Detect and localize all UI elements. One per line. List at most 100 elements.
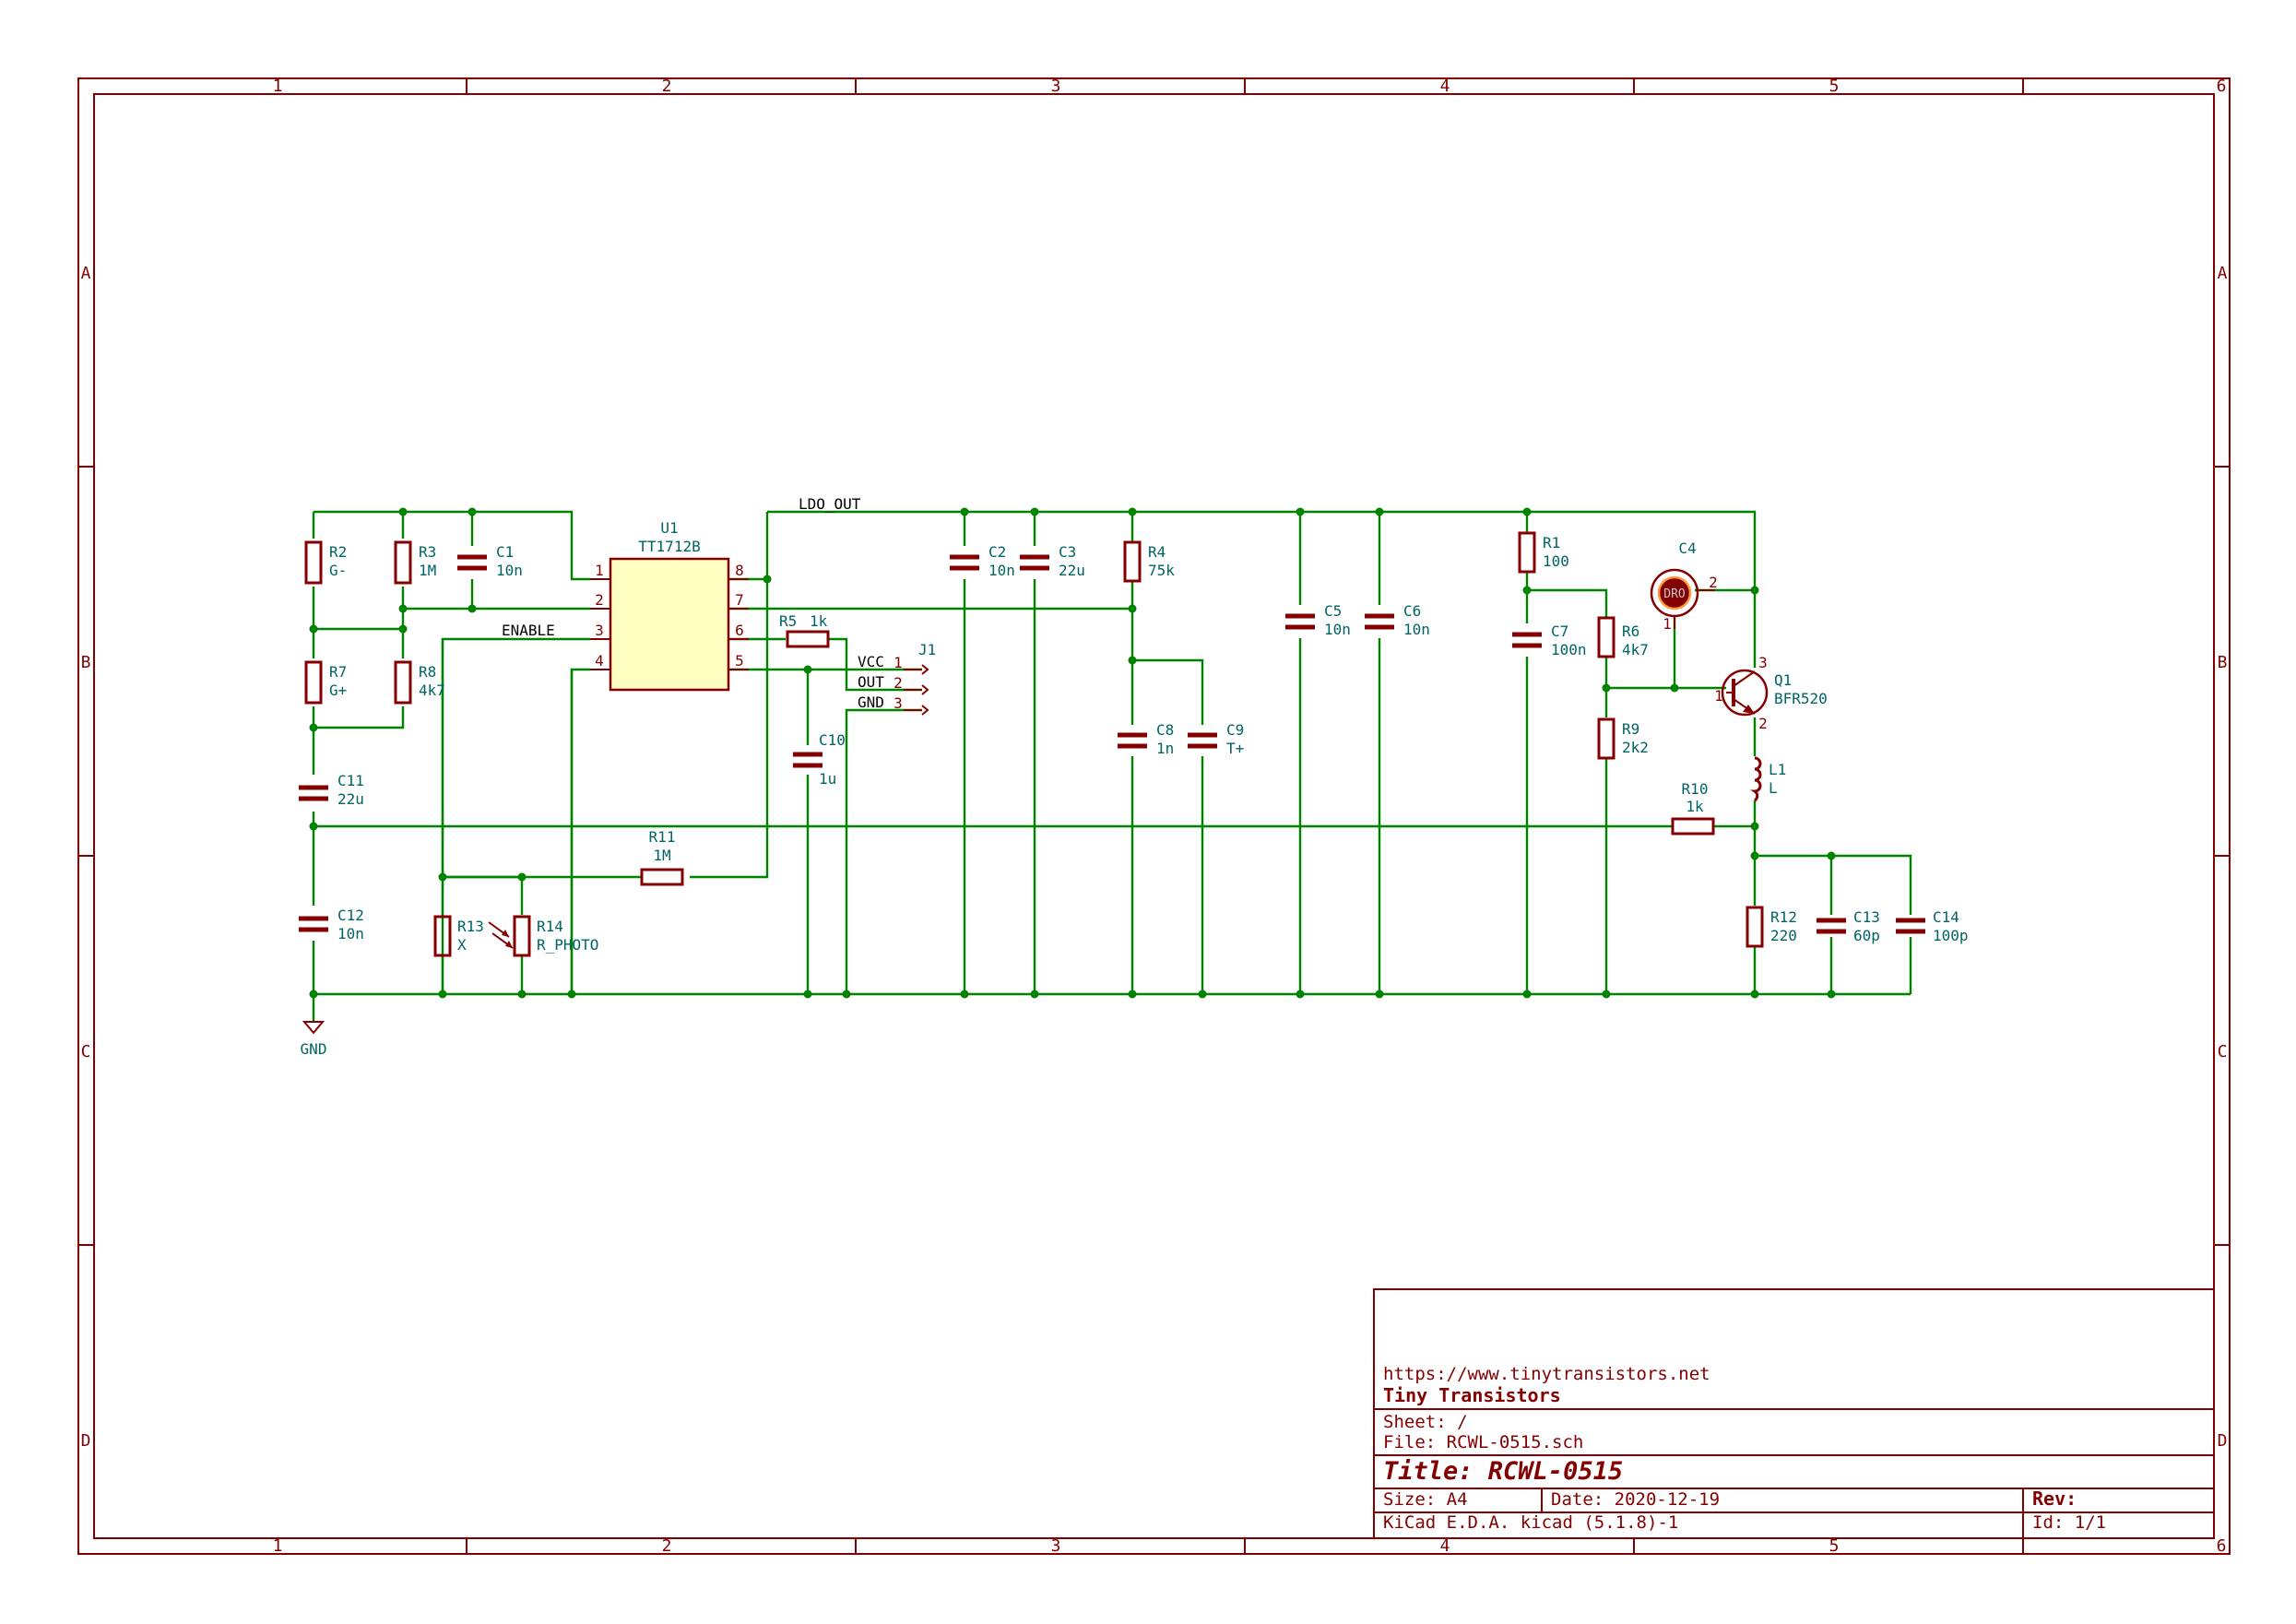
ic-u1[interactable]: 1 2 3 4 5 6 7 8 U1 TT1712B: [590, 519, 749, 692]
c10-value: 1u: [819, 770, 836, 788]
col-label-1-bottom: 1: [273, 1536, 283, 1556]
r9-value: 2k2: [1622, 739, 1649, 756]
connector-j1[interactable]: J1 1 2 3: [894, 641, 936, 716]
c2-ref: C2: [988, 543, 1006, 561]
outer-border: [77, 77, 2231, 1555]
c14-ref: C14: [1933, 908, 1959, 926]
col-label-1: 1: [273, 77, 283, 96]
r1-ref: R1: [1543, 534, 1560, 551]
capacitor-c11[interactable]: C11 22u: [299, 772, 364, 808]
title-block-title: Title: RCWL-0515: [1383, 1457, 1623, 1486]
capacitor-c5[interactable]: C5 10n: [1285, 602, 1351, 638]
resistor-r2[interactable]: R2 G-: [304, 540, 347, 585]
col-label-3-bottom: 3: [1051, 1536, 1061, 1556]
capacitor-c3[interactable]: C3 22u: [1020, 543, 1085, 579]
capacitor-c10[interactable]: C10 1u: [793, 731, 846, 788]
capacitor-c6[interactable]: C6 10n: [1365, 602, 1430, 638]
resistor-r9[interactable]: R9 2k2: [1597, 717, 1649, 760]
resistor-r12[interactable]: R12 220: [1746, 906, 1797, 948]
capacitor-c1[interactable]: C1 10n: [457, 543, 523, 579]
row-label-a: A: [81, 264, 91, 283]
c13-ref: C13: [1853, 908, 1880, 926]
title-block-url: https://www.tinytransistors.net: [1383, 1364, 1710, 1384]
capacitor-c13[interactable]: C13 60p: [1817, 908, 1880, 944]
r5-ref: R5: [779, 612, 797, 630]
c4-symbol-text: DRO: [1663, 587, 1686, 601]
photoresistor-r14[interactable]: R14 R_PHOTO: [488, 915, 598, 957]
j1-pin-3: 3: [894, 694, 903, 712]
resistor-r11[interactable]: R11 1M: [640, 828, 684, 886]
resistor-r6[interactable]: R6 4k7: [1597, 616, 1649, 658]
r11-ref: R11: [649, 828, 676, 846]
r2-ref: R2: [329, 543, 347, 561]
gnd-power-label: GND: [301, 1040, 327, 1058]
drawing-frame: 1 2 3 4 5 6 1 2 3 4 5 6 A B C D A B C D: [77, 77, 2231, 1556]
c5-value: 10n: [1324, 621, 1351, 638]
r11-value: 1M: [653, 847, 670, 864]
net-label-enable: ENABLE: [502, 622, 555, 639]
r8-ref: R8: [419, 663, 436, 681]
u1-pin-3: 3: [595, 622, 604, 639]
r10-ref: R10: [1682, 780, 1709, 798]
resistor-r7[interactable]: R7 G+: [304, 660, 347, 705]
resistor-r5[interactable]: R5 1k: [779, 612, 830, 648]
row-label-b-right: B: [2218, 653, 2228, 672]
c3-value: 22u: [1059, 562, 1085, 579]
c1-value: 10n: [496, 562, 523, 579]
ic-u1-body: [609, 557, 730, 692]
u1-pin-7: 7: [735, 591, 744, 609]
resistor-r10[interactable]: R10 1k: [1671, 780, 1715, 836]
col-label-4-bottom: 4: [1440, 1536, 1450, 1556]
u1-value: TT1712B: [638, 538, 700, 555]
col-label-6-bottom: 6: [2217, 1536, 2227, 1556]
c7-value: 100n: [1551, 641, 1587, 658]
title-block-id: Id: 1/1: [2032, 1512, 2106, 1533]
r9-ref: R9: [1622, 720, 1639, 738]
capacitor-c8[interactable]: C8 1n: [1118, 721, 1174, 757]
net-label-out: OUT: [858, 673, 884, 691]
col-label-2-bottom: 2: [662, 1536, 672, 1556]
r14-ref: R14: [537, 918, 563, 935]
u1-pin-6: 6: [735, 622, 744, 639]
capacitor-c14[interactable]: C14 100p: [1896, 908, 1969, 944]
r3-ref: R3: [419, 543, 436, 561]
l1-value: L: [1769, 779, 1778, 797]
capacitor-c12[interactable]: C12 10n: [299, 907, 364, 942]
resistor-r13[interactable]: R13 X: [433, 915, 484, 957]
j1-ref: J1: [918, 641, 936, 658]
col-label-5-bottom: 5: [1829, 1536, 1840, 1556]
capacitor-c9[interactable]: C9 T+: [1188, 721, 1244, 757]
r8-value: 4k7: [419, 682, 445, 699]
dro-resonator-c4[interactable]: DRO C4 1 2: [1650, 539, 1718, 633]
c14-value: 100p: [1933, 927, 1969, 944]
title-block-date: Date: 2020-12-19: [1551, 1489, 1720, 1510]
resistor-r1[interactable]: R1 100: [1518, 531, 1569, 574]
r14-value: R_PHOTO: [537, 936, 598, 954]
row-label-d: D: [81, 1431, 91, 1451]
title-block: https://www.tinytransistors.net Tiny Tra…: [1373, 1288, 2215, 1539]
u1-pin-1: 1: [595, 562, 604, 579]
gnd-power-symbol[interactable]: GND: [301, 1021, 327, 1058]
title-block-rev: Rev:: [2032, 1488, 2077, 1510]
r12-value: 220: [1770, 927, 1797, 944]
c11-ref: C11: [337, 772, 364, 789]
inductor-l1[interactable]: L1 L: [1750, 756, 1786, 802]
net-label-ldo-out: LDO_OUT: [799, 495, 861, 513]
r7-value: G+: [329, 682, 347, 699]
j1-pin-2: 2: [894, 674, 903, 692]
resistor-r8[interactable]: R8 4k7: [394, 660, 445, 705]
capacitor-c7[interactable]: C7 100n: [1512, 622, 1587, 658]
title-block-tool: KiCad E.D.A. kicad (5.1.8)-1: [1383, 1512, 1678, 1533]
l1-ref: L1: [1769, 761, 1786, 778]
net-label-vcc: VCC: [858, 653, 884, 670]
resistor-r4[interactable]: R4 75k: [1123, 540, 1175, 583]
transistor-q1[interactable]: 1 2 3 Q1 BFR520: [1714, 654, 1828, 732]
title-block-file: File: RCWL-0515.sch: [1383, 1432, 1583, 1452]
capacitor-c2[interactable]: C2 10n: [950, 543, 1015, 579]
resistor-r3[interactable]: R3 1M: [394, 540, 436, 585]
u1-pin-8: 8: [735, 562, 744, 579]
q1-pin-1: 1: [1714, 687, 1723, 705]
q1-pin-3: 3: [1758, 654, 1768, 671]
title-block-company: Tiny Transistors: [1383, 1384, 1561, 1406]
